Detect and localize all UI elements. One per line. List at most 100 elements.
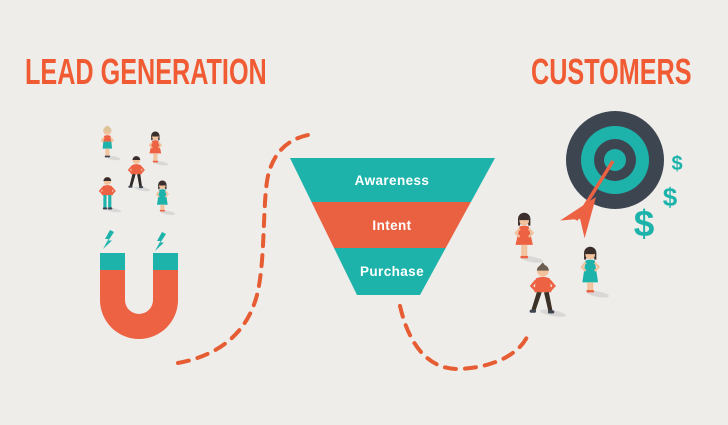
funnel-label-awareness: Awareness — [355, 173, 430, 188]
lead-person-3 — [127, 156, 151, 192]
person-hair-side — [594, 252, 597, 260]
person-dress — [582, 259, 599, 283]
magnet-pole-left — [100, 253, 125, 270]
person-shoe-right — [139, 186, 144, 189]
person-hair-side — [518, 218, 521, 226]
person-shoe-right — [523, 255, 529, 259]
person-hair-fringe — [104, 128, 111, 132]
person-arm-left — [98, 186, 104, 195]
customer-person-3 — [580, 246, 609, 298]
person-arm-left — [155, 190, 160, 198]
person-hair-fringe — [159, 182, 166, 186]
lightning-bolt-icon — [103, 230, 114, 249]
person-leg-left — [521, 244, 525, 257]
dollar-sign-small: $ — [671, 153, 682, 175]
funnel-stage-purchase — [334, 248, 446, 295]
person-leg-right — [137, 174, 142, 187]
person-arm-left — [580, 261, 587, 272]
person-leg-left — [587, 282, 591, 291]
person-arm-right — [140, 165, 145, 174]
person-hair — [536, 264, 549, 271]
lead-person-1 — [100, 125, 121, 161]
dart-fletching — [560, 197, 596, 239]
person-leg-left — [129, 174, 136, 187]
person-leg-left — [105, 148, 108, 156]
person-hair — [103, 177, 112, 182]
person-hair-side — [158, 135, 160, 141]
person-arm-right — [164, 190, 170, 198]
person-arm-left — [148, 141, 153, 149]
person-shoe-left — [152, 160, 156, 163]
person-arm-right — [111, 186, 116, 195]
person-leg-right — [590, 282, 594, 291]
person-hair-fringe — [585, 249, 596, 255]
person-hair-fringe — [519, 215, 530, 221]
person-shoe-right — [589, 289, 595, 293]
person-shoe-right — [155, 160, 159, 163]
person-hair-side — [584, 252, 587, 260]
funnel-stage-awareness — [290, 158, 495, 202]
person-hair-tuft — [539, 262, 546, 266]
person-leg-left — [153, 153, 156, 161]
person-top — [103, 135, 112, 142]
person-arm-right — [548, 279, 556, 292]
lead-person-4 — [98, 177, 122, 213]
person-skirt — [102, 141, 113, 149]
person-hair-side — [158, 184, 160, 190]
person-shoe-left — [520, 255, 525, 259]
person-dress — [157, 189, 168, 205]
person-arm-right — [527, 227, 535, 238]
person-shoe-right — [107, 155, 111, 158]
person-shirt — [130, 164, 142, 175]
funnel-label-purchase: Purchase — [360, 264, 424, 279]
person-hair-side — [528, 218, 531, 226]
customer-person-1 — [514, 212, 543, 263]
funnel-stage-intent — [311, 202, 471, 248]
person-leg-left — [160, 204, 163, 211]
person-dress — [515, 225, 533, 245]
person-hair-fringe — [152, 133, 159, 137]
person-shoe-left — [586, 289, 591, 293]
person-leg-right — [155, 153, 158, 161]
person-leg-right — [524, 244, 528, 257]
dollar-sign-medium: $ — [663, 182, 678, 212]
person-shoe-left — [159, 209, 163, 212]
person-leg-left — [103, 195, 107, 208]
person-shoe-left — [104, 155, 108, 158]
person-shoe-left — [102, 207, 108, 210]
person-shadow — [134, 186, 151, 192]
magnet-body — [100, 253, 178, 339]
sales-funnel: Awareness Intent Purchase — [290, 158, 495, 295]
person-arm-left — [127, 165, 133, 174]
person-shoe-right — [107, 207, 113, 210]
lead-generation-title: LEAD GENERATION — [25, 51, 267, 92]
person-shadow — [105, 207, 122, 213]
lead-person-2 — [148, 131, 169, 166]
magnet-icon — [100, 230, 178, 339]
customers-title: CUSTOMERS — [531, 51, 692, 92]
bullseye-target-icon — [560, 111, 664, 239]
person-dress — [149, 140, 162, 154]
person-hair-side — [165, 184, 167, 190]
person-arm-right — [157, 141, 163, 149]
dollar-sign-large: $ — [634, 203, 655, 244]
lead-person-5 — [155, 180, 176, 215]
dashed-flow-path-right — [398, 304, 529, 372]
lightning-bolt-icon — [155, 232, 166, 251]
person-arm-left — [529, 279, 538, 292]
person-arm-right — [593, 261, 601, 272]
person-leg-right — [162, 204, 165, 211]
person-leg-right — [544, 292, 553, 312]
person-leg-right — [108, 195, 112, 208]
funnel-label-intent: Intent — [372, 218, 411, 233]
person-arm-left — [514, 227, 521, 238]
magnet-pole-right — [153, 253, 178, 270]
person-shirt — [534, 276, 552, 293]
person-shoe-right — [162, 209, 166, 212]
dashed-flow-path-left — [176, 133, 310, 365]
customer-person-2 — [529, 262, 566, 317]
person-hair — [132, 156, 141, 161]
person-shoe-left — [128, 185, 133, 188]
person-leg-left — [531, 292, 542, 311]
